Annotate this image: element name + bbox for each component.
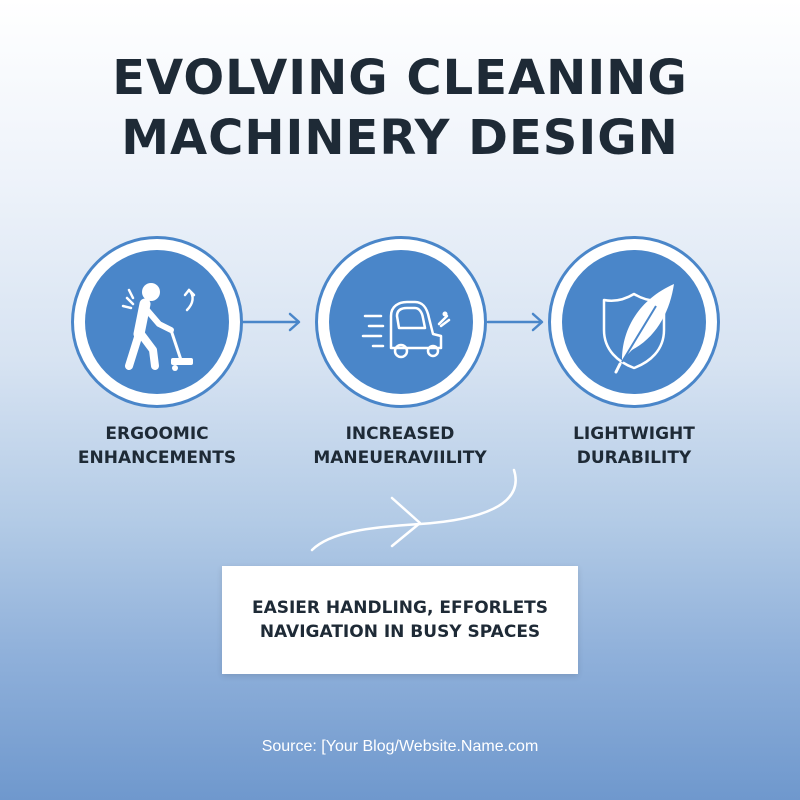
step-circle-maneuverability	[315, 236, 487, 408]
step-label-line: ERGOOMIC	[105, 424, 209, 444]
arrow-1-icon	[239, 312, 301, 332]
title-line-2: MACHINERY DESIGN	[121, 110, 679, 166]
step-label-line: ENHANCEMENTS	[77, 448, 237, 468]
step-circle-inner	[85, 250, 229, 394]
step-label-line: MANEUERAVIILITY	[313, 448, 487, 468]
callout-box: EASIER HANDLING, EFFORLETS NAVIGATION IN…	[222, 566, 578, 674]
curved-arrow-icon	[310, 468, 517, 552]
callout-text: EASIER HANDLING, EFFORLETS NAVIGATION IN…	[222, 596, 578, 644]
arrow-2-icon	[486, 312, 544, 332]
step-circle-ergonomic	[71, 236, 243, 408]
step-label-ergonomic: ERGOOMIC ENHANCEMENTS	[47, 422, 267, 470]
callout-line-1: EASIER HANDLING, EFFORLETS	[251, 598, 549, 618]
step-label-maneuverability: INCREASED MANEUERAVIILITY	[290, 422, 510, 470]
ride-on-scrubber-icon	[361, 300, 451, 359]
step-circle-inner	[562, 250, 706, 394]
step-circle-inner	[329, 250, 473, 394]
step-label-line: DURABILITY	[576, 448, 692, 468]
title-line-1: EVOLVING CLEANING	[112, 50, 688, 106]
step-label-line: INCREASED	[345, 424, 455, 444]
person-pushing-floor-scrubber-icon	[121, 283, 196, 371]
step-label-line: LIGHTWIGHT	[573, 424, 695, 444]
step-label-durability: LIGHTWIGHT DURABILITY	[524, 422, 744, 470]
feather-shield-icon	[602, 284, 674, 374]
page-title: EVOLVING CLEANING MACHINERY DESIGN	[0, 48, 800, 168]
callout-line-2: NAVIGATION IN BUSY SPACES	[259, 622, 541, 642]
step-circle-durability	[548, 236, 720, 408]
source-credit: Source: [Your Blog/Website.Name.com	[261, 738, 539, 755]
